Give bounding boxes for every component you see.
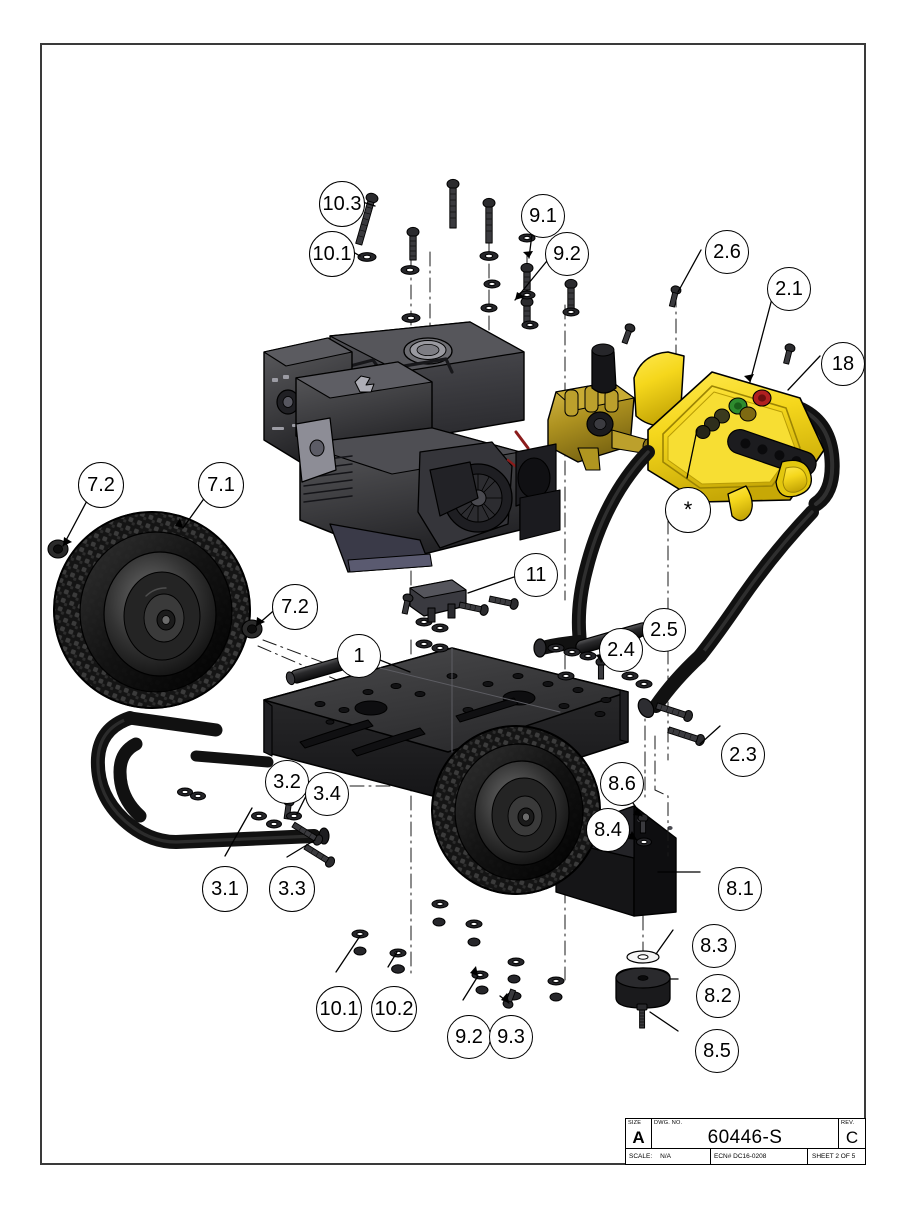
callout-balloon-3-4: 3.4 bbox=[305, 772, 349, 816]
scale-label: SCALE: bbox=[629, 1153, 653, 1160]
callout-balloon-8-5: 8.5 bbox=[695, 1029, 739, 1073]
pump-assembly bbox=[515, 343, 654, 541]
bracket-phantom bbox=[644, 735, 669, 857]
callout-balloon-10-3: 10.3 bbox=[319, 181, 365, 227]
callout-label: 10.2 bbox=[374, 997, 414, 1020]
callout-balloon-18: 18 bbox=[821, 342, 865, 386]
callout-balloon-10-1: 10.1 bbox=[309, 231, 355, 277]
callout-label: 1 bbox=[353, 644, 365, 667]
panel-fittings bbox=[695, 389, 772, 439]
title-block-ecn-cell: ECN# DC16-0208 bbox=[711, 1149, 808, 1164]
callout-label: 3.4 bbox=[313, 782, 341, 805]
handle-lower-tubes bbox=[535, 445, 819, 713]
dwg-no-value: 60446-S bbox=[707, 1126, 783, 1148]
left-wheel bbox=[53, 511, 251, 709]
callout-label: 3.2 bbox=[273, 770, 301, 793]
callout-label: 10.3 bbox=[322, 192, 362, 215]
callout-label: 7.1 bbox=[207, 473, 235, 496]
callout-balloon-9-2: 9.2 bbox=[447, 1015, 491, 1059]
callout-label: 18 bbox=[831, 352, 855, 375]
title-block-dwg-cell: DWG. NO. 60446-S bbox=[652, 1119, 839, 1148]
title-block-sheet-cell: SHEET 2 OF 5 bbox=[808, 1149, 865, 1164]
callout-balloon-8-4: 8.4 bbox=[586, 808, 630, 852]
callout-balloon-7-1: 7.1 bbox=[198, 462, 244, 508]
callout-label: 2.6 bbox=[713, 240, 741, 263]
tube-socket-left bbox=[533, 638, 547, 658]
callout-label: 10.1 bbox=[319, 997, 359, 1020]
rubber-foot-stack bbox=[615, 950, 671, 1029]
callout-balloon-3-2: 3.2 bbox=[265, 760, 309, 804]
title-block-rev-cell: REV. C bbox=[839, 1119, 865, 1148]
title-block-size-cell: SIZE A bbox=[626, 1119, 652, 1148]
callout-label: 8.1 bbox=[726, 877, 754, 900]
callout-balloon-8-1: 8.1 bbox=[718, 867, 762, 911]
callout-balloon-2-6: 2.6 bbox=[705, 230, 749, 274]
callout-balloon-11: 11 bbox=[514, 553, 558, 597]
callout-label: 11 bbox=[525, 563, 547, 586]
ecn-value: ECN# DC16-0208 bbox=[714, 1153, 767, 1160]
callout-balloon-9-1: 9.1 bbox=[521, 194, 565, 238]
callout-balloon-1: 1 bbox=[337, 634, 381, 678]
callout-label: * bbox=[683, 496, 693, 522]
callout-label: 8.2 bbox=[704, 984, 732, 1007]
rev-value: C bbox=[845, 1128, 859, 1147]
callout-label: 2.1 bbox=[775, 277, 803, 300]
lower-handle-loop bbox=[90, 711, 321, 849]
callout-label: 7.2 bbox=[87, 473, 115, 496]
scale-value: N/A bbox=[660, 1153, 671, 1160]
rev-label: REV. bbox=[841, 1120, 855, 1126]
callout-arrowheads bbox=[63, 251, 754, 1003]
size-label: SIZE bbox=[628, 1120, 642, 1126]
callout-label: 2.4 bbox=[607, 638, 635, 661]
callout-label: 8.3 bbox=[700, 934, 728, 957]
rear-wheel bbox=[431, 725, 601, 895]
callout-label: 8.5 bbox=[703, 1039, 731, 1062]
callout-balloon-2-1: 2.1 bbox=[767, 267, 811, 311]
fastener-hardware bbox=[177, 178, 796, 1009]
callout-label: 9.1 bbox=[529, 204, 557, 227]
callout-balloon-3-3: 3.3 bbox=[269, 866, 315, 912]
sheet-value: SHEET 2 OF 5 bbox=[812, 1153, 856, 1160]
callout-label: 3.1 bbox=[211, 877, 239, 900]
callout-label: 7.2 bbox=[281, 595, 309, 618]
callout-balloon-8-3: 8.3 bbox=[692, 924, 736, 968]
callout-balloon-2-3: 2.3 bbox=[721, 733, 765, 777]
callout-label: 3.3 bbox=[278, 877, 306, 900]
callout-balloon-7-2: 7.2 bbox=[272, 584, 318, 630]
callout-balloon-8-2: 8.2 bbox=[696, 974, 740, 1018]
hose-fitting-bracket bbox=[401, 579, 467, 623]
callout-label: 2.3 bbox=[729, 743, 757, 766]
callout-label: 10.1 bbox=[312, 242, 352, 265]
callout-label: 8.4 bbox=[594, 818, 622, 841]
callout-label: 9.2 bbox=[455, 1025, 483, 1048]
callout-balloon-2-5: 2.5 bbox=[642, 608, 686, 652]
callout-balloon-10-2: 10.2 bbox=[371, 986, 417, 1032]
callout-balloon-9-2: 9.2 bbox=[545, 232, 589, 276]
callout-balloon-3-1: 3.1 bbox=[202, 866, 248, 912]
title-block-scale-cell: SCALE: N/A bbox=[626, 1149, 711, 1164]
dwg-no-label: DWG. NO. bbox=[654, 1120, 683, 1126]
callout-balloon-8-6: 8.6 bbox=[600, 762, 644, 806]
sheet-border bbox=[40, 43, 866, 1165]
callout-label: 8.6 bbox=[608, 772, 636, 795]
title-block: SIZE A DWG. NO. 60446-S REV. C SCALE: N/… bbox=[625, 1118, 866, 1165]
callout-balloon-9-3: 9.3 bbox=[489, 1015, 533, 1059]
left-wheel-nut-outer bbox=[47, 539, 69, 559]
callout-balloon-2-4: 2.4 bbox=[599, 628, 643, 672]
engine-assembly bbox=[263, 321, 530, 573]
callout-balloon-10-1: 10.1 bbox=[316, 986, 362, 1032]
callout-balloon-7-2: 7.2 bbox=[78, 462, 124, 508]
handle-control-panel bbox=[633, 351, 840, 522]
callout-label: 9.3 bbox=[497, 1025, 525, 1048]
callout-label: 9.2 bbox=[553, 242, 581, 265]
callout-label: 2.5 bbox=[650, 618, 678, 641]
callout-balloon-star: * bbox=[665, 487, 711, 533]
tube-socket-right bbox=[637, 697, 655, 719]
size-value: A bbox=[632, 1128, 645, 1147]
